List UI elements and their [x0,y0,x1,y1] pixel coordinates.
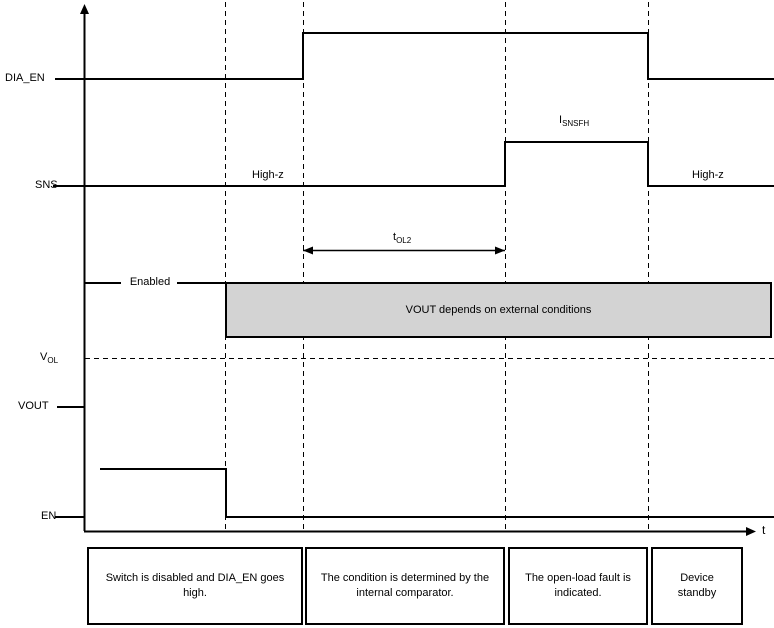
tol2-annotation: tOL2 [393,231,412,246]
phase-note-device-standby: Device standby [651,547,743,625]
high-z-annotation-right: High-z [692,169,724,181]
vout-condition-box: VOUT depends on external conditions [225,282,772,338]
isnsfh-annotation: ISNSFH [559,114,590,129]
signal-label-en: EN [41,510,57,522]
vol-base: V [40,351,48,363]
isnsfh-subscript: SNSFH [562,119,590,129]
enabled-annotation: Enabled [129,276,171,288]
high-z-annotation-left: High-z [252,169,284,181]
vol-subscript: OL [47,356,59,366]
tol2-subscript: OL2 [396,236,412,246]
vout-condition-text: VOUT depends on external conditions [405,304,592,316]
signal-label-sns: SNS [35,179,58,191]
phase-note-fault-indicated: The open-load fault is indicated. [508,547,648,625]
isnsfh-base: I [559,114,563,126]
threshold-label-vol: VOL [40,351,59,366]
signal-label-dia-en: DIA_EN [5,72,45,84]
time-axis-label: t [762,523,766,537]
phase-note-switch-disabled: Switch is disabled and DIA_EN goes high. [87,547,303,625]
signal-label-vout: VOUT [18,400,49,412]
tol2-base: t [393,231,397,243]
phase-note-comparator: The condition is determined by the inter… [305,547,505,625]
